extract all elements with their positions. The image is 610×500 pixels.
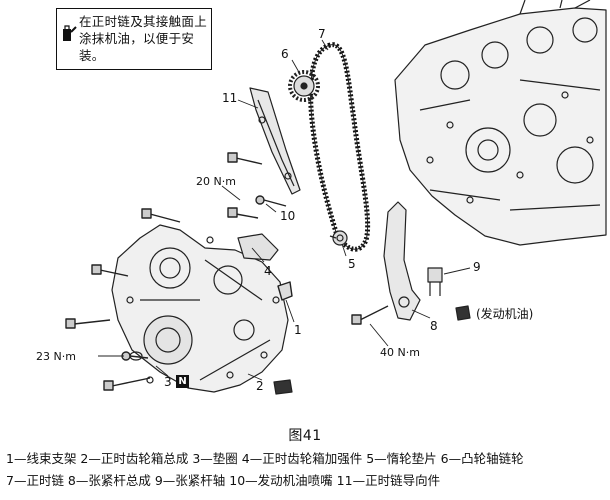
part-number-1: 1 (294, 323, 302, 337)
part-number-5: 5 (348, 257, 356, 271)
engine-block (394, 0, 607, 246)
case-reinforcement (237, 233, 279, 261)
part-number-10: 10 (280, 209, 296, 223)
note-line-1: 在正时链及其接触面上 (79, 14, 208, 29)
lubrication-note: 在正时链及其接触面上 涂抹机油，以便于安装。 (56, 8, 212, 70)
diagram-drawing (65, 0, 607, 395)
torque-label-40: 40 N·m (380, 346, 420, 359)
part-number-6: 6 (281, 47, 289, 61)
badge-n: N (176, 375, 189, 388)
tensioner-arm (383, 201, 421, 321)
part-number-8: 8 (430, 319, 438, 333)
note-text: 在正时链及其接触面上 涂抹机油，以便于安装。 (79, 13, 209, 64)
chain-guide (249, 87, 301, 195)
idler-washer (332, 230, 348, 246)
torque-label-23: 23 N·m (36, 350, 76, 363)
camshaft-sprocket (288, 70, 320, 102)
exploded-diagram (65, 0, 607, 395)
note-line-2: 涂抹机油，以便于安装。 (79, 31, 195, 63)
legend-row-2: 7—正时链 8—张紧杆总成 9—张紧杆轴 10—发动机油喷嘴 11—正时链导向件 (6, 473, 441, 488)
timing-chain (308, 42, 371, 252)
part-number-3: 3 (164, 375, 172, 389)
oil-can-icon-diagram (273, 379, 293, 395)
figure-caption: 图41 (288, 428, 322, 444)
part-number-2: 2 (256, 379, 264, 393)
torque-label-20: 20 N·m (196, 175, 236, 188)
part-number-4: 4 (264, 264, 272, 278)
oil-can-icon-tensioner (455, 305, 471, 321)
part-number-11: 11 (222, 91, 238, 105)
legend-row-1: 1—线束支架 2—正时齿轮箱总成 3—垫圈 4—正时齿轮箱加强件 5—惰轮垫片 … (6, 451, 524, 466)
bolts (65, 152, 389, 391)
timing-gear-case (111, 224, 289, 393)
leader-lines (98, 39, 471, 381)
gasket (129, 351, 143, 361)
engine-oil-label: (发动机油) (476, 307, 534, 321)
oil-can-icon (63, 25, 77, 41)
part-number-7: 7 (318, 27, 326, 41)
tensioner-shaft (427, 267, 443, 296)
part-number-9: 9 (473, 260, 481, 274)
